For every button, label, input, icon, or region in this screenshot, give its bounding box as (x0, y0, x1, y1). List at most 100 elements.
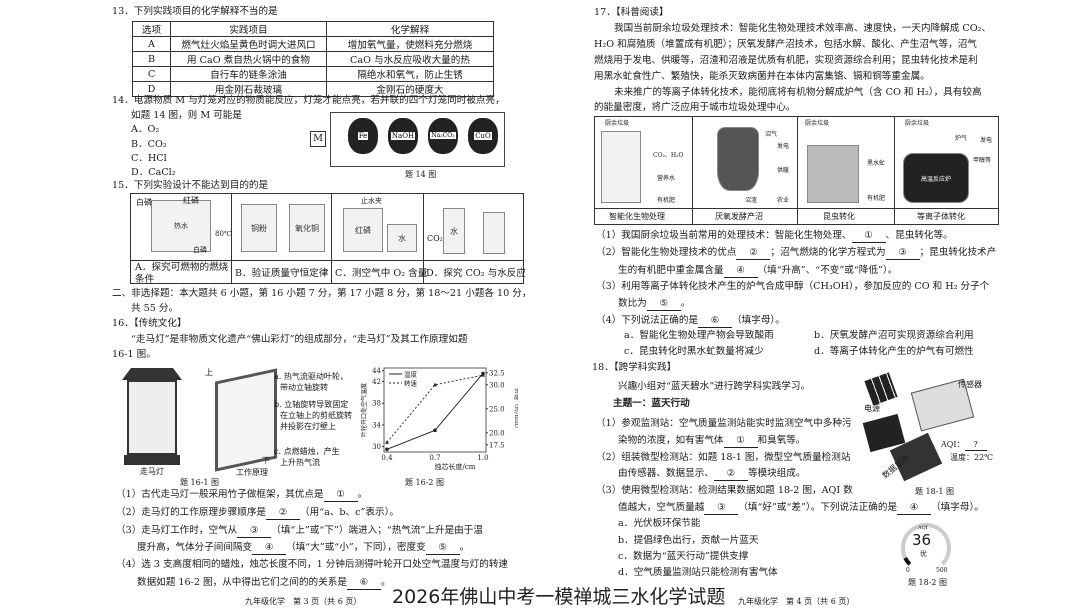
y2-tick-label: 25.0 (489, 405, 505, 413)
q17-title: 17．【科普阅读】 (594, 7, 669, 18)
answer-blank[interactable]: ② (713, 468, 748, 481)
gauge-fill (901, 523, 951, 573)
answer-blank[interactable]: ① (851, 230, 886, 243)
section2-heading-2: 共 55 分。 (131, 303, 179, 314)
answer-blank[interactable]: ⑥ (698, 315, 733, 328)
q18-option-d: d．空气质量监测站只能检测有害气体 (618, 567, 778, 578)
insect-box-image (807, 145, 859, 203)
q18-option-b: b．提倡绿色出行，贡献一片蓝天 (618, 535, 759, 546)
fig-label: 白磷 (193, 246, 207, 254)
fig18-1-caption: 题 18-1 图 (915, 487, 955, 496)
q15-option-c: C．测空气中 O₂ 含量 (335, 268, 428, 279)
q17-para: 用黑水虻食性广、繁殖快，能杀灭致病菌并在本体内富集铬、镉和铜等重金属。 (594, 71, 930, 82)
answer-blank[interactable]: ⑤ (425, 542, 460, 555)
cell: CaO 与水反应吸收大量的热 (326, 51, 494, 67)
fig-label: CO₂、H₂O (653, 152, 684, 159)
answer-blank[interactable]: ⑥ (346, 577, 381, 590)
fig-note: 并投影在灯壁上 (280, 422, 336, 431)
fig-label: 炉气 (955, 135, 968, 142)
answer-blank[interactable]: ② (736, 247, 771, 260)
header-cell: 化学解释 (326, 21, 494, 37)
answer-blank[interactable]: ① (723, 435, 758, 448)
lantern-body (127, 380, 177, 455)
fig-note: a. 热气流驱动叶轮， (274, 372, 348, 381)
q18-intro: 兴趣小组对“蓝天碧水”进行跨学科实践学习。 (618, 381, 811, 392)
fig-label: 智能化生物处理 (609, 212, 665, 221)
answer-blank[interactable]: ③ (704, 502, 739, 515)
cell: 隔绝水和氧气，防止生锈 (326, 66, 494, 82)
q14-option-c: C．HCl (131, 153, 167, 164)
fig14-caption: 题 14 图 (405, 170, 437, 179)
gauge-ring (901, 523, 951, 573)
data-point (385, 447, 389, 452)
flask-balance-2: 氧化铜 (289, 204, 325, 252)
x-tick-label: 0.4 (381, 454, 393, 462)
gauge-min: 0 (906, 567, 910, 574)
answer-blank[interactable]: ⑤ (646, 298, 681, 311)
y-tick-label: 44 (372, 367, 381, 375)
answer-blank[interactable]: ③ (885, 247, 920, 260)
fig-label: 有机肥 (867, 195, 886, 202)
fig-label: 等离子体转化 (917, 212, 965, 221)
y-tick-label: 42 (372, 378, 381, 386)
left-page-footer: 九年级化学 第 3 页（共 6 页） (245, 597, 362, 606)
legend-label: 转速 (404, 379, 418, 388)
fig-label: 电源 (864, 404, 880, 413)
fig-label: 沼气 (765, 131, 778, 138)
fig-label: 80℃ (215, 230, 232, 238)
answer-blank[interactable]: ④ (897, 502, 932, 515)
q17-option-c: c．昆虫转化时黑水虻数量将减少 (624, 346, 764, 357)
y2-tick-label: 30.0 (489, 381, 505, 389)
q17-para: 燃烧用于发电、供暖等，沼渣和沼液是优质有机肥，实现资源综合利用；昆虫转化技术是利 (594, 55, 978, 66)
section2-heading: 二、非选择题：本大题共 6 小题，第 16 小题 7 分，第 17 小题 8 分… (112, 288, 532, 299)
q14-stem: 14．电源物质 M 与灯笼对应的物质能反应，灯笼才能点亮，若并联的四个灯笼同时被… (112, 95, 505, 106)
cell: 用 CaO 煮自热火锅中的食物 (170, 51, 327, 67)
fig-note: b. 立轴旋转导致固定 (274, 400, 349, 409)
fig-note: 上升热气流 (280, 458, 320, 467)
x-axis-label: 烛芯长度/cm (435, 462, 476, 471)
answer-blank[interactable]: ④ (252, 542, 287, 555)
q18-title: 18．【跨学科实践】 (592, 362, 677, 373)
q17-para: 的能量密度，将广泛应用于城市垃圾处理中心。 (594, 102, 796, 113)
q17-option-a: a．智能化生物处理产物会导致酸雨 (624, 330, 774, 341)
fig-note: c. 点燃蜡烛，产生 (274, 447, 340, 456)
fig-label: 下 (262, 456, 270, 465)
fig-label: 营养水 (657, 175, 676, 182)
fig-label: 厨余垃圾 (905, 120, 930, 127)
data-point (433, 382, 437, 387)
beaker: 水 (387, 224, 417, 252)
q17-figure-table: 厨余垃圾 CO₂、H₂O 营养水 有机肥 沼气 发电 供暖 沼渣 农业 厨余垃圾… (594, 116, 999, 225)
y-tick-label: 34 (372, 421, 381, 429)
fig-label: 有机肥 (657, 197, 676, 204)
cell: 自行车的链条涂油 (170, 66, 327, 82)
answer-blank[interactable]: ④ (723, 265, 758, 278)
right-page-footer: 九年级化学 第 4 页（共 6 页） (738, 597, 855, 606)
fig-label: 供暖 (777, 167, 790, 174)
fig-label: 沼渣 (745, 197, 758, 204)
y-axis-label: 叶轮开口处空气温度 (360, 383, 368, 437)
answer-blank[interactable]: ③ (237, 525, 272, 538)
q16-para: “走马灯”是非物质文化遗产“佛山彩灯”的组成部分，“走马灯”及其工作原理如题 (131, 334, 468, 345)
bottle-1: 水 (443, 208, 465, 254)
fig-label: 昆虫转化 (823, 212, 855, 221)
lantern-base (124, 455, 180, 465)
fig-label: 厌氧发酵产沼 (715, 212, 763, 221)
x-tick-label: 0.7 (429, 454, 440, 462)
lantern-icon: Na₂CO₃ (428, 118, 458, 154)
header-cell: 实践项目 (170, 21, 327, 37)
q15-option-d: D．探究 CO₂ 与水反应 (426, 268, 526, 279)
answer-blank[interactable]: ② (266, 507, 301, 520)
aqi-label: AQI： (941, 440, 965, 449)
combustion-apparatus: 热水 (151, 200, 211, 252)
q15-table: 热水 白磷 红磷 80℃ 白磷 铜粉 氧化铜 红磷 止水夹 水 水 CO₂ A．… (130, 193, 526, 285)
answer-blank[interactable]: ① (323, 489, 358, 502)
